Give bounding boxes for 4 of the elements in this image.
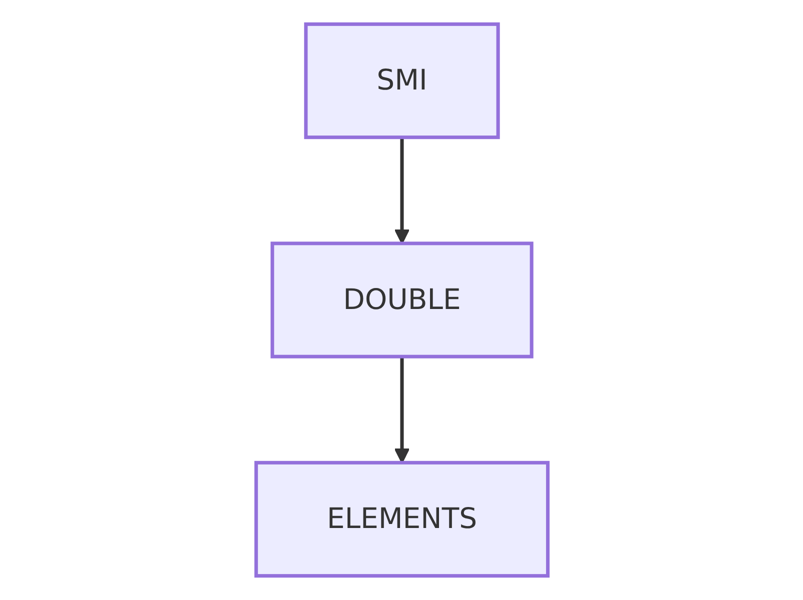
node-box: SMI — [304, 22, 500, 140]
node-box: DOUBLE — [270, 242, 533, 358]
arrow — [394, 356, 410, 464]
node-box: ELEMENTS — [254, 460, 550, 578]
